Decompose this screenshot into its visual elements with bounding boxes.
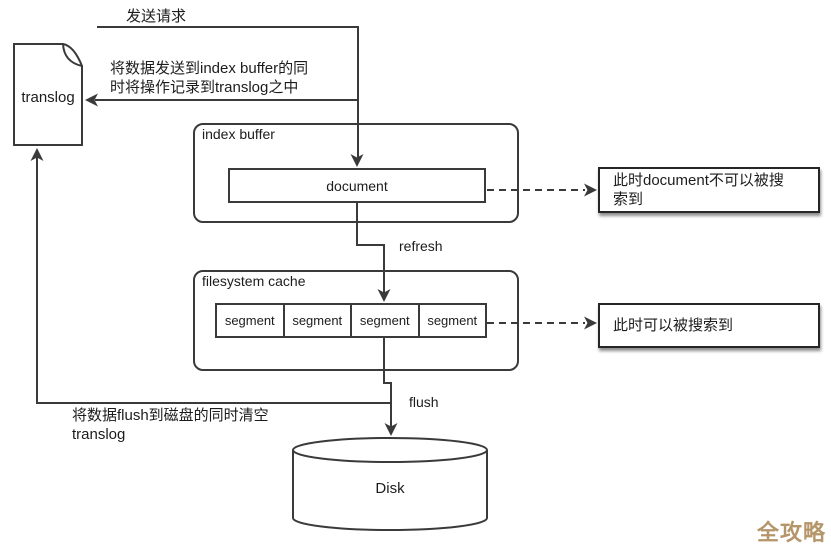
send-request-line	[97, 26, 359, 158]
searchable-arrowhead	[584, 316, 597, 330]
send-request-arrowhead	[350, 154, 364, 167]
translog-page-fold	[62, 43, 83, 67]
document-label: document	[326, 177, 388, 194]
segment-box: segment	[282, 305, 351, 336]
disk-cylinder-body	[292, 450, 488, 531]
disk-cylinder-top	[292, 437, 488, 463]
segment-row: segment segment segment segment	[215, 303, 487, 338]
segment-box: segment	[350, 305, 418, 336]
write-translog-arrowhead	[85, 93, 98, 107]
not-searchable-line1: 此时document不可以被搜	[613, 172, 784, 189]
not-searchable-arrowhead	[584, 183, 597, 197]
translog-document-shape	[13, 43, 83, 146]
segment-box: segment	[224, 313, 275, 328]
not-searchable-callout: 此时document不可以被搜 索到	[598, 167, 820, 213]
send-request-label: 发送请求	[126, 8, 187, 25]
clear-translog-line	[36, 157, 391, 404]
index-buffer-container	[193, 123, 519, 223]
filesystem-cache-label: filesystem cache	[202, 273, 306, 289]
refresh-arrowhead	[377, 289, 391, 302]
document-box: document	[228, 168, 486, 203]
refresh-label: refresh	[399, 238, 443, 254]
segment-box: segment	[417, 305, 486, 336]
refresh-line	[356, 203, 385, 294]
not-searchable-line2: 索到	[613, 191, 644, 208]
filesystem-cache-container	[193, 270, 519, 371]
clear-translog-arrowhead	[30, 148, 44, 161]
index-buffer-label: index buffer	[202, 126, 275, 142]
disk-cylinder-shape	[292, 437, 488, 531]
write-note-line2: 时将操作记录到translog之中	[110, 79, 299, 96]
flush-note: 将数据flush到磁盘的同时清空 translog	[72, 406, 269, 444]
flush-line	[383, 337, 392, 428]
searchable-label: 此时可以被搜索到	[613, 317, 734, 334]
flush-note-line1: 将数据flush到磁盘的同时清空	[72, 407, 269, 424]
translog-label: translog	[21, 89, 75, 106]
searchable-callout: 此时可以被搜索到	[598, 303, 820, 348]
watermark-text: 全攻略	[757, 520, 827, 545]
flush-label: flush	[409, 394, 439, 410]
disk-label: Disk	[375, 480, 405, 497]
flush-note-line2: translog	[72, 426, 126, 443]
write-note: 将数据发送到index buffer的同 时将操作记录到translog之中	[110, 59, 308, 97]
write-note-line1: 将数据发送到index buffer的同	[110, 60, 309, 77]
flush-arrowhead	[384, 423, 398, 436]
